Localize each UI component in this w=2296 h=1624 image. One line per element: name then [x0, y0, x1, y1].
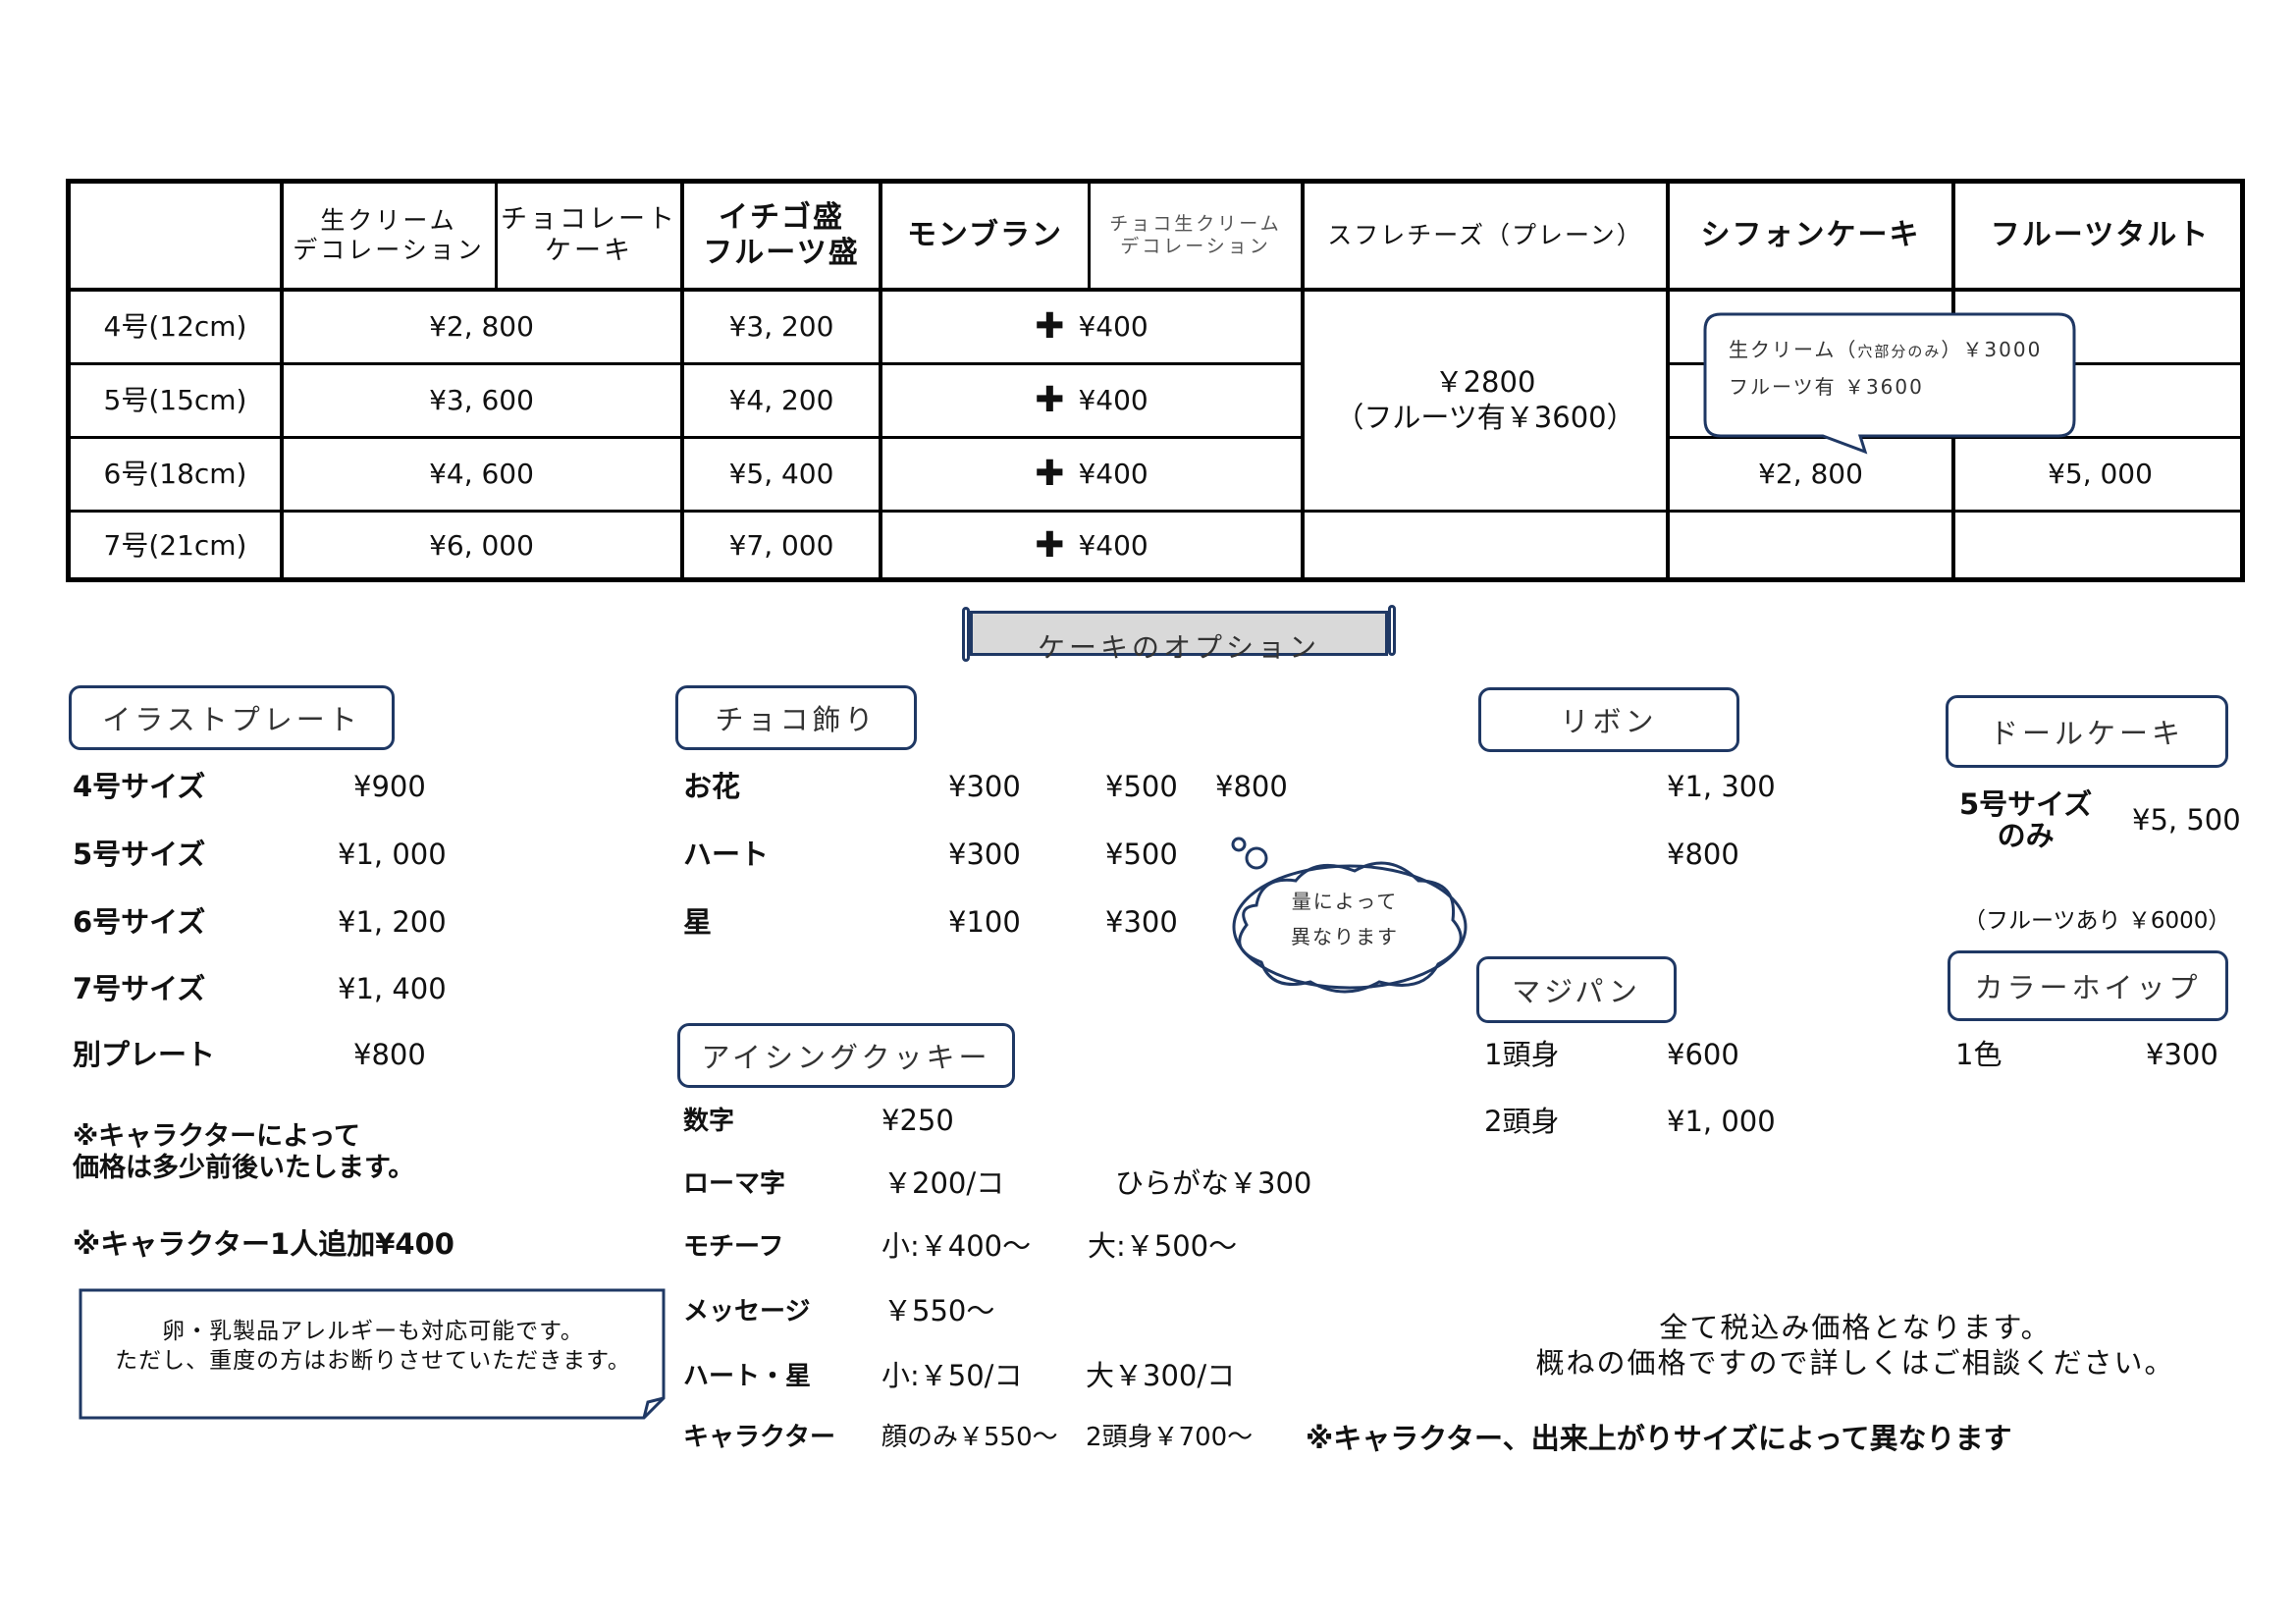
options-title: ケーキのオプション	[962, 605, 1396, 666]
ribbon-price: ¥800	[1667, 838, 1739, 871]
montblanc-addon: ✚¥400	[1035, 525, 1148, 566]
illust-plate-label: イラストプレート	[69, 685, 395, 750]
montblanc-addon: ✚¥400	[1035, 306, 1148, 347]
color-whip-price: ¥300	[2146, 1038, 2218, 1071]
price-table: 生クリームデコレーション チョコレートケーキ イチゴ盛フルーツ盛 モンブラン チ…	[66, 179, 2245, 582]
header-montblanc: モンブラン	[906, 218, 1064, 252]
plus-icon: ✚	[1035, 454, 1065, 494]
icing-item-character: キャラクター	[683, 1423, 835, 1452]
callout-fruit: フルーツ有 ￥3600	[1729, 375, 1924, 399]
icing-price: ￥200/コ	[883, 1166, 1005, 1200]
marzipan-item: 2頭身	[1484, 1105, 1560, 1138]
choco-deco-label: チョコ飾り	[675, 685, 917, 750]
header-ichigo-fruit: イチゴ盛フルーツ盛	[703, 200, 860, 270]
size-label: 7号(21cm)	[103, 529, 247, 563]
icing-item-number: 数字	[683, 1107, 735, 1136]
header-nama-cream-deco: 生クリームデコレーション	[293, 206, 485, 264]
tax-note: 全て税込み価格となります。概ねの価格ですので詳しくはご相談ください。	[1535, 1311, 2175, 1380]
header-choco-nama-cream: チョコ生クリームデコレーション	[1109, 213, 1282, 257]
icing-price: ¥250	[881, 1104, 954, 1137]
color-whip-label: カラーホイップ	[1948, 950, 2228, 1021]
icing-item-message: メッセージ	[683, 1297, 811, 1326]
icing-price: 小:￥50/コ	[881, 1359, 1023, 1392]
icing-price: 大￥300/コ	[1086, 1359, 1236, 1392]
plate-size: 別プレート	[73, 1038, 216, 1071]
icing-cookie-label: アイシングクッキー	[677, 1023, 1015, 1088]
doll-cake-price: ¥5, 500	[2132, 803, 2241, 837]
callout-bubble-shape	[1703, 312, 2076, 455]
marzipan-price: ¥600	[1667, 1038, 1739, 1071]
header-chocolate-cake: チョコレートケーキ	[501, 203, 677, 266]
doll-cake-fruit-price: （フルーツあり ￥6000）	[1963, 908, 2231, 934]
souffle-price: ￥2800（フルーツ有￥3600）	[1305, 358, 1666, 441]
plate-price: ¥1, 000	[338, 838, 447, 871]
choco-price: ¥500	[1105, 838, 1178, 871]
plus-icon: ✚	[1035, 525, 1065, 566]
choco-price: ¥300	[948, 770, 1021, 803]
choco-item: お花	[683, 770, 741, 803]
size-label: 4号(12cm)	[103, 310, 247, 344]
plate-price: ¥1, 400	[338, 972, 447, 1005]
plate-size: 6号サイズ	[73, 905, 206, 939]
plus-icon: ✚	[1035, 306, 1065, 347]
deco-price: ¥4, 600	[429, 458, 534, 491]
chiffon-callout: 生クリーム（穴部分のみ）￥3000 フルーツ有 ￥3600	[1703, 312, 2076, 455]
icing-price: ￥550～	[883, 1294, 995, 1327]
icing-item-motif: モチーフ	[683, 1232, 784, 1262]
icing-item-heart-star: ハート・星	[683, 1362, 812, 1391]
plate-price: ¥900	[353, 770, 426, 803]
doll-cake-size: 5号サイズのみ	[1959, 787, 2093, 852]
color-whip-item: 1色	[1955, 1038, 2002, 1071]
choco-price: ¥500	[1105, 770, 1178, 803]
choco-price: ¥800	[1215, 770, 1288, 803]
ichigo-price: ¥5, 400	[728, 458, 834, 491]
choco-price: ¥300	[948, 838, 1021, 871]
choco-price: ¥300	[1105, 905, 1178, 939]
icing-price: 顔のみ￥550～	[881, 1423, 1058, 1452]
plus-icon: ✚	[1035, 380, 1065, 420]
character-size-note: ※キャラクター、出来上がりサイズによって異なります	[1306, 1422, 2012, 1455]
plate-price: ¥1, 200	[338, 905, 447, 939]
marzipan-label: マジパン	[1476, 956, 1677, 1023]
montblanc-addon: ✚¥400	[1035, 380, 1148, 420]
fruit-tart-price: ¥5, 000	[2048, 458, 2153, 491]
header-souffle-cheese: スフレチーズ（プレーン）	[1327, 221, 1643, 249]
plate-size: 7号サイズ	[73, 972, 206, 1005]
ribbon-price: ¥1, 300	[1667, 770, 1776, 803]
header-fruit-tart: フルーツタルト	[1990, 218, 2211, 252]
icing-price: 小:￥400～	[881, 1229, 1032, 1263]
cloud-note: 量によって異なります	[1217, 837, 1472, 999]
thought-cloud-shape	[1231, 837, 1468, 994]
plate-size: 5号サイズ	[73, 838, 206, 871]
plate-price: ¥800	[353, 1038, 426, 1071]
ichigo-price: ¥4, 200	[728, 384, 834, 417]
icing-price: 2頭身￥700～	[1086, 1423, 1254, 1452]
deco-price: ¥3, 600	[429, 384, 534, 417]
montblanc-addon: ✚¥400	[1035, 454, 1148, 494]
marzipan-item: 1頭身	[1484, 1038, 1560, 1071]
ichigo-price: ¥7, 000	[728, 529, 834, 563]
character-add-note: ※キャラクター1人追加¥400	[73, 1227, 454, 1261]
ribbon-label: リボン	[1478, 687, 1739, 752]
ichigo-price: ¥3, 200	[728, 310, 834, 344]
header-chiffon-cake: シフォンケーキ	[1700, 218, 1921, 252]
deco-price: ¥2, 800	[429, 310, 534, 344]
icing-item-roman: ローマ字	[683, 1169, 786, 1199]
marzipan-price: ¥1, 000	[1667, 1105, 1776, 1138]
doll-cake-label: ドールケーキ	[1946, 695, 2228, 768]
allergy-box-shape	[79, 1288, 666, 1420]
choco-item: ハート	[683, 838, 770, 871]
choco-item: 星	[683, 905, 713, 939]
plate-size: 4号サイズ	[73, 770, 206, 803]
deco-price: ¥6, 000	[429, 529, 534, 563]
choco-price: ¥100	[948, 905, 1021, 939]
icing-price: 大:￥500～	[1088, 1229, 1238, 1263]
character-price-note: ※キャラクターによって価格は多少前後いたします。	[73, 1121, 415, 1184]
size-label: 6号(18cm)	[103, 458, 247, 491]
allergy-note: 卵・乳製品アレルギーも対応可能です。ただし、重度の方はお断りさせていただきます。	[79, 1288, 667, 1420]
icing-price-hiragana: ひらがな￥300	[1115, 1166, 1312, 1200]
chiffon-price: ¥2, 800	[1758, 458, 1863, 491]
size-label: 5号(15cm)	[103, 384, 247, 417]
